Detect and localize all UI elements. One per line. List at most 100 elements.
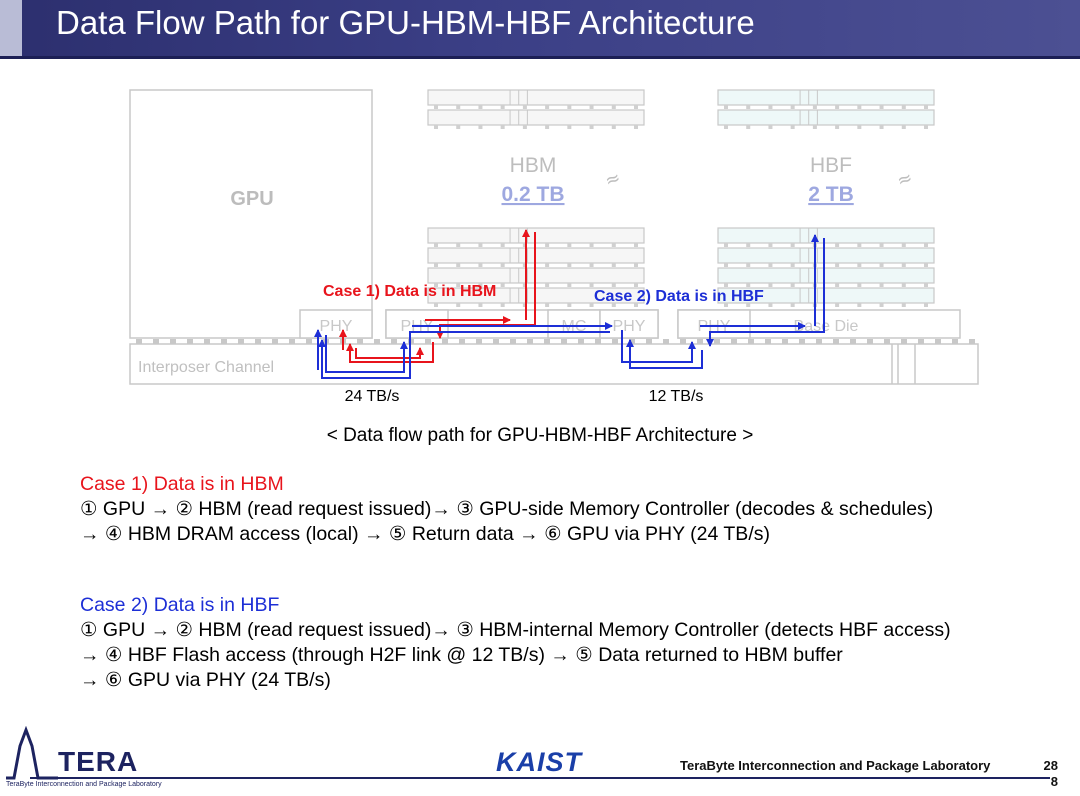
micro-bump [765,339,771,344]
tsv-bump [545,263,550,267]
tsv-bump [545,125,550,129]
case1-arrow [355,347,424,359]
tsv-bump [768,125,773,129]
memory-die [717,247,935,264]
tsv-bump [812,125,817,129]
case2-arrow [706,238,825,347]
tsv-bump [456,105,461,109]
tsv-bump [746,263,751,267]
case2-arrow [621,330,696,363]
micro-bump [935,339,941,344]
micro-bump [833,339,839,344]
architecture-diagram: Interposer Channel GPU PHY PHY MC PHY PH… [129,89,979,405]
lab-name: TeraByte Interconnection and Package Lab… [680,758,991,773]
tsv-bump [724,283,728,287]
micro-bump [697,339,703,344]
tsv-bump [478,105,483,109]
memory-die [717,287,935,304]
case2-label: Case 2) Data is in HBF [594,288,764,305]
memory-die [717,109,935,126]
tsv-bump [924,263,928,267]
case1-description: Case 1) Data is in HBM ① GPU → ② HBM (re… [80,472,933,547]
tsv-bump [567,243,572,247]
tsv-bump [835,125,840,129]
micro-bump [731,339,737,344]
micro-bump [663,339,669,344]
micro-bump [952,339,958,344]
tsv-bump [589,303,594,307]
footer: TERA TeraByte Interconnection and Packag… [0,720,1080,796]
case2-arrow [325,335,408,373]
case1-heading: Case 1) Data is in HBM [80,473,284,495]
tsv-bump [634,243,638,247]
tsv-bump [611,303,616,307]
micro-bump [646,339,652,344]
memory-die [717,267,935,284]
micro-bump [306,339,312,344]
tera-logo: TERA [58,746,139,777]
micro-bumps [136,339,975,344]
hbm-mc [547,309,601,339]
tsv-bump [500,125,505,129]
tera-subtitle: TeraByte Interconnection and Package Lab… [6,781,162,788]
tsv-bump [901,283,906,287]
tsv-bump [879,263,884,267]
tsv-bump [746,105,751,109]
micro-bump [714,339,720,344]
tsv-bump [857,283,862,287]
tsv-bump [434,303,438,307]
tsv-bump [434,263,438,267]
tsv-bump [879,125,884,129]
micro-bump [153,339,159,344]
micro-bump [476,339,482,344]
case1-line-2: → ④ HBM DRAM access (local) → ⑤ Return d… [80,523,770,545]
tsv-bump [746,243,751,247]
tsv-bump [634,263,638,267]
tsv-bump [857,303,862,307]
tera-wave-icon [6,726,58,780]
tsv-bump [924,125,928,129]
tsv-bump [879,303,884,307]
tsv-bump [901,303,906,307]
hbm-label: HBM [510,154,557,177]
tsv-bump [478,283,483,287]
tsv-bump [456,303,461,307]
tsv-bump [835,283,840,287]
case1-label: Case 1) Data is in HBM [323,283,496,300]
micro-bump [867,339,873,344]
memory-die [717,227,935,244]
micro-bump [221,339,227,344]
tsv-bump [835,243,840,247]
tsv-bump [522,263,527,267]
case2-heading: Case 2) Data is in HBF [80,594,280,616]
tsv-bump [545,303,550,307]
micro-bump [442,339,448,344]
tsv-bump [522,125,527,129]
tsv-bump [768,243,773,247]
tsv-bump [567,283,572,287]
micro-bump [238,339,244,344]
memory-die [717,89,935,106]
tsv-bump [545,283,550,287]
tsv-bump [746,283,751,287]
tsv-bump [879,243,884,247]
page-number-main: 28 [1043,758,1058,773]
tsv-bump [835,263,840,267]
tsv-bump [857,105,862,109]
hbm-capacity: 0.2 TB [501,183,564,206]
tsv-bump [790,283,795,287]
case1-line-1: ① GPU → ② HBM (read request issued)→ ③ G… [80,498,934,520]
micro-bump [425,339,431,344]
tsv-bump [589,105,594,109]
micro-bump [782,339,788,344]
tsv-bump [567,303,572,307]
micro-bump [748,339,754,344]
memory-die [427,89,645,106]
micro-bump [136,339,142,344]
tsv-bump [522,105,527,109]
tsv-bump [611,283,616,287]
micro-bump [612,339,618,344]
hbf-capacity: 2 TB [808,183,854,206]
tsv-bump [790,263,795,267]
case2-line-1: ① GPU → ② HBM (read request issued)→ ③ H… [80,619,951,641]
